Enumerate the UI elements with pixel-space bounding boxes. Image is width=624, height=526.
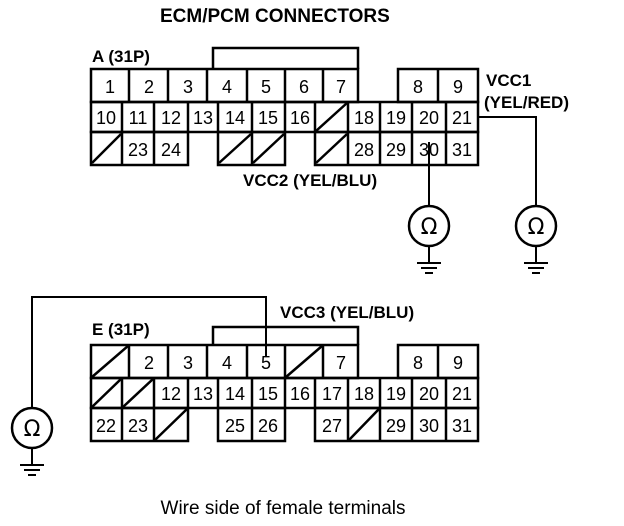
- vcc3-label: VCC3 (YEL/BLU): [280, 303, 414, 322]
- pin-a-19: 19: [386, 108, 406, 128]
- pin-a-21: 21: [452, 108, 472, 128]
- pin-e-4: 4: [222, 353, 232, 373]
- pin-a-20: 20: [419, 108, 439, 128]
- ohmmeter-3: Ω: [10, 406, 54, 476]
- pin-a-13: 13: [193, 108, 213, 128]
- pin-a-3: 3: [183, 77, 193, 97]
- connector-a-lock-tab: [211, 46, 360, 69]
- pin-a-16: 16: [290, 108, 310, 128]
- connector-a-wires: [428, 116, 537, 206]
- pin-e-17: 17: [322, 384, 342, 404]
- pin-e-29: 29: [386, 416, 406, 436]
- pin-a-31: 31: [452, 140, 472, 160]
- pin-e-16: 16: [290, 384, 310, 404]
- pin-a-11: 11: [129, 108, 148, 128]
- connector-e-label: E (31P): [92, 320, 150, 339]
- pin-e-18: 18: [354, 384, 374, 404]
- pin-a-28: 28: [354, 140, 374, 160]
- pin-e-14: 14: [225, 384, 245, 404]
- vcc1-wire-label: (YEL/RED): [484, 93, 569, 112]
- pin-a-10: 10: [96, 108, 116, 128]
- pin-e-25: 25: [225, 416, 245, 436]
- connector-e-lock-tab: [211, 325, 360, 345]
- pin-e-31: 31: [452, 416, 472, 436]
- pin-e-9: 9: [453, 353, 463, 373]
- pin-e-15: 15: [258, 384, 278, 404]
- ground-icon: [417, 246, 441, 274]
- connector-a-pins: 1 2 3 4 5 6 7 8 9 10 11 12 13 14 15 16 1…: [96, 77, 472, 160]
- ohm-icon: Ω: [528, 215, 545, 240]
- pin-e-22: 22: [96, 416, 116, 436]
- ground-icon: [20, 448, 44, 476]
- pin-e-27: 27: [322, 416, 342, 436]
- pin-e-21: 21: [452, 384, 472, 404]
- pin-e-2: 2: [144, 353, 154, 373]
- ohm-icon: Ω: [24, 417, 41, 442]
- pin-a-23: 23: [128, 140, 148, 160]
- pin-e-20: 20: [419, 384, 439, 404]
- pin-a-5: 5: [261, 77, 271, 97]
- pin-a-1: 1: [105, 77, 115, 97]
- connector-a-label: A (31P): [92, 47, 150, 66]
- ohmmeter-1: Ω: [407, 204, 451, 274]
- pin-a-14: 14: [225, 108, 245, 128]
- pin-a-4: 4: [222, 77, 232, 97]
- vcc2-label: VCC2 (YEL/BLU): [243, 171, 377, 190]
- pin-a-8: 8: [413, 77, 423, 97]
- pin-a-24: 24: [161, 140, 181, 160]
- pin-e-23: 23: [128, 416, 148, 436]
- diagram-title: ECM/PCM CONNECTORS: [160, 6, 390, 27]
- pin-a-12: 12: [161, 108, 181, 128]
- pin-a-15: 15: [258, 108, 278, 128]
- pin-e-8: 8: [413, 353, 423, 373]
- connector-e-outline: [89, 343, 480, 443]
- connector-e-pins: 2 3 4 5 7 8 9 12 13 14 15 16 17 18 19 20…: [96, 353, 472, 436]
- ground-icon: [524, 246, 548, 274]
- pin-e-5: 5: [261, 353, 271, 373]
- vcc1-label: VCC1: [486, 71, 531, 90]
- pin-e-30: 30: [419, 416, 439, 436]
- pin-a-2: 2: [144, 77, 154, 97]
- ohmmeter-2: Ω: [514, 204, 558, 274]
- ohm-icon: Ω: [421, 215, 438, 240]
- pin-a-9: 9: [453, 77, 463, 97]
- pin-e-3: 3: [183, 353, 193, 373]
- pin-a-6: 6: [299, 77, 309, 97]
- pin-a-29: 29: [386, 140, 406, 160]
- pin-e-7: 7: [336, 353, 346, 373]
- pin-a-7: 7: [336, 77, 346, 97]
- pin-e-26: 26: [258, 416, 278, 436]
- diagram-caption: Wire side of female terminals: [161, 498, 406, 519]
- pin-a-18: 18: [354, 108, 374, 128]
- pin-e-19: 19: [386, 384, 406, 404]
- connector-e-wire: [31, 296, 267, 408]
- pin-e-12: 12: [161, 384, 181, 404]
- pin-e-13: 13: [193, 384, 213, 404]
